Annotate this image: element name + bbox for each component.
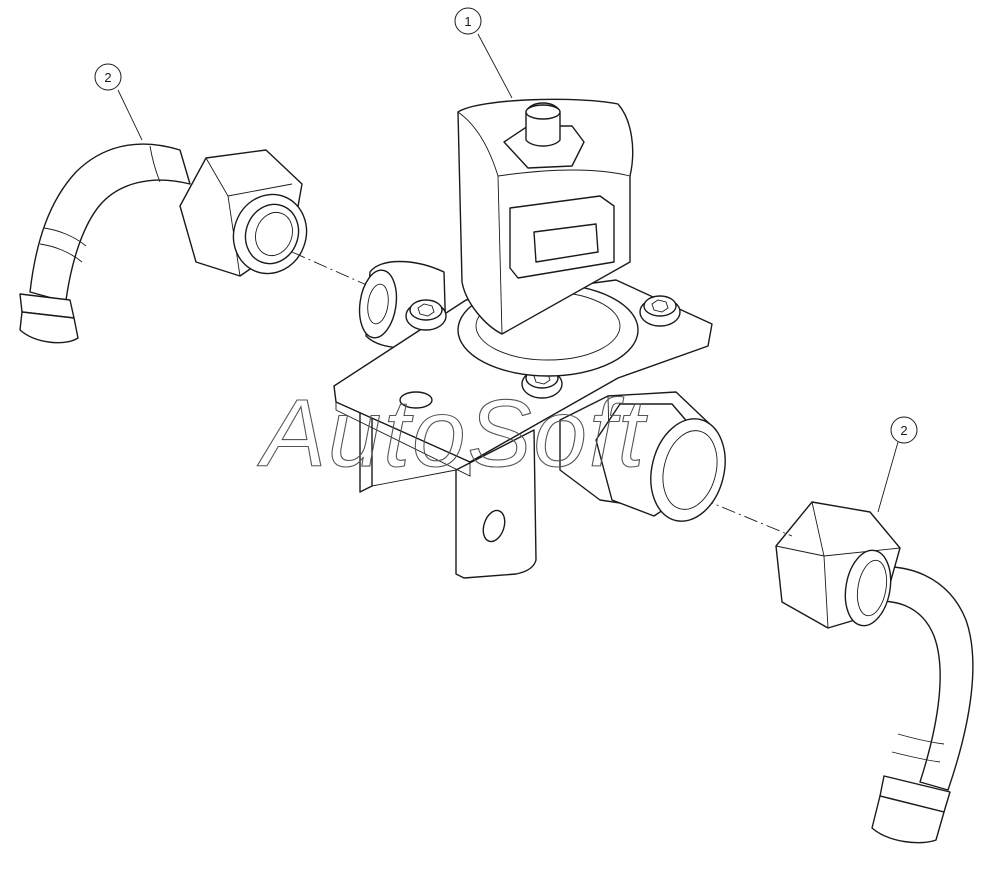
cap-screw-2: [639, 295, 681, 327]
terminal-cover: [533, 223, 599, 263]
callout-2-left: 2: [94, 63, 122, 91]
svg-text:1: 1: [464, 14, 471, 29]
callout-2-right: 2: [890, 416, 918, 444]
left-hose-tip: [19, 311, 79, 344]
solenoid-valve-assembly: [333, 98, 726, 579]
right-hose-bend: [855, 566, 974, 791]
svg-text:2: 2: [104, 70, 111, 85]
right-hose-tip: [871, 795, 945, 844]
leader-line-2-right: [877, 441, 899, 513]
right-hose-fitting: [775, 501, 974, 844]
watermark: AutoSoft: [257, 380, 648, 487]
left-assembly-axis: [291, 251, 379, 291]
left-hose-bend: [29, 143, 191, 301]
right-nut-sleeve: [844, 549, 892, 627]
plate-hole: [399, 391, 433, 409]
left-hose-fitting: [19, 143, 308, 344]
right-assembly-axis: [699, 497, 793, 537]
bracket-front-leg: [455, 429, 537, 579]
svg-text:2: 2: [900, 423, 907, 438]
bracket-leg-hole: [482, 509, 506, 543]
leader-line-1: [477, 33, 513, 99]
cap-screw-1: [405, 299, 447, 331]
leader-line-2-left: [117, 89, 143, 141]
left-inlet-face: [358, 269, 398, 339]
callout-1: 1: [454, 7, 482, 35]
